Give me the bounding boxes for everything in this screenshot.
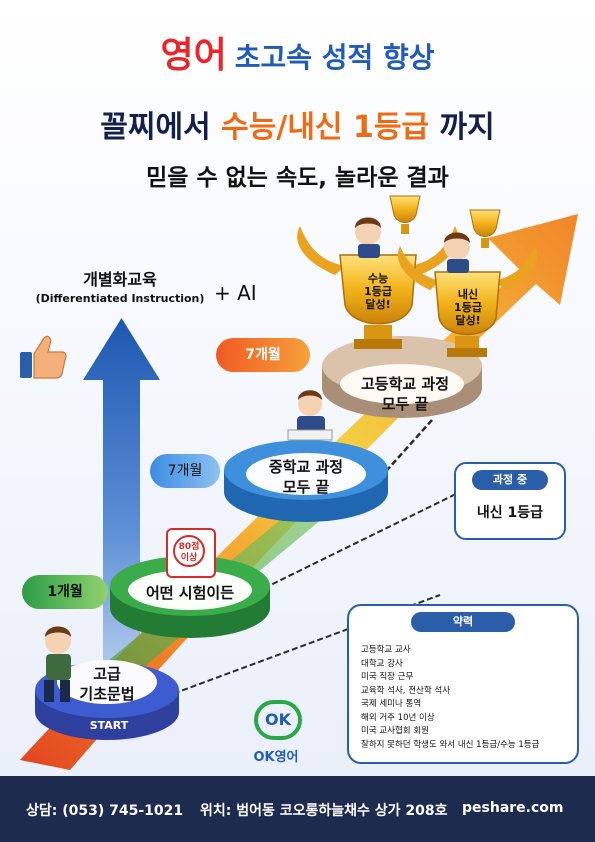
footer-location: 위치: 범어동 코오롱하늘채수 상가 208호: [200, 803, 448, 819]
step3-duration-pill: 7개월: [150, 454, 220, 488]
footer-website: peshare.com: [462, 800, 564, 816]
trophy2-text: 내신 1등급 달성!: [446, 288, 490, 327]
score-badge-circle: 80점 이상: [173, 535, 205, 567]
step4-label: 고등학교 과정 모두 끝: [360, 374, 450, 414]
profile-item: 잘하지 못하던 학생도 와서 내신 1등급/수능 1등급: [361, 739, 540, 750]
logo-mark: OK: [254, 700, 302, 740]
profile-item: 미국 교사협회 회원: [361, 726, 429, 736]
trophy2-line2: 1등급: [454, 301, 482, 314]
step3-label-line2: 모두 끝: [282, 478, 330, 496]
headline-first-grade: 수능/내신 1등급: [221, 110, 430, 145]
profile-item: 대학교 강사: [361, 658, 403, 669]
headline-until: 까지: [439, 110, 495, 145]
start-tag: START: [89, 719, 129, 732]
trophy1-line3: 달성!: [365, 298, 391, 311]
step3-label-line1: 중학교 과정: [268, 458, 344, 476]
headline-improvement: 초고속 성적 향상: [234, 41, 435, 74]
headline-highlight-english: 영어: [160, 35, 227, 76]
in-progress-header: 과정 중: [472, 470, 548, 490]
step4-label-line2: 모두 끝: [381, 395, 429, 413]
method-subtitle: (Differentiated Instruction): [35, 292, 205, 305]
score-badge-line1: 80점: [178, 542, 200, 552]
method-plus-ai: + AI: [214, 281, 257, 305]
step1-label-line2: 기초문법: [79, 685, 135, 703]
thumbs-up-icon: [18, 334, 68, 380]
headline-from-bottom: 꼴찌에서: [100, 110, 211, 145]
trophy2-line1: 내신: [457, 288, 479, 301]
score-badge-line2: 이상: [180, 553, 198, 563]
footer-phone: 상담: (053) 745-1021: [26, 803, 184, 819]
headline-line2: 꼴찌에서 수능/내신 1등급 까지: [0, 102, 595, 146]
profile-item: 국제 세미나 통역: [361, 699, 422, 709]
trophy2-line3: 달성!: [455, 314, 481, 327]
step1-label: 고급 기초문법: [67, 664, 147, 704]
profile-item: 교육학 석사, 전산학 석사: [361, 685, 451, 696]
in-progress-box: 과정 중 내신 1등급: [454, 462, 566, 540]
trophy1-text: 수능 1등급 달성!: [356, 272, 400, 311]
logo-name: OK영어: [253, 750, 299, 765]
in-progress-body: 내신 1등급: [476, 505, 544, 521]
step2-label: 어떤 시험이든: [145, 584, 235, 602]
profile-item: 미국 직장 근무: [361, 672, 414, 682]
step1-label-line1: 고급: [93, 665, 121, 683]
step4-label-line1: 고등학교 과정: [360, 375, 450, 393]
trophy1-line2: 1등급: [364, 285, 392, 298]
ok-english-logo: OK OK영어: [248, 700, 302, 772]
profile-list: 고등학교 교사 대학교 강사 미국 직장 근무 교육학 석사, 전산학 석사 국…: [361, 644, 539, 752]
step2-duration-pill: 1개월: [22, 575, 108, 609]
method-title: 개별화교육: [83, 270, 157, 289]
score-badge: 80점 이상: [166, 528, 216, 578]
trophy1-line1: 수능: [367, 272, 389, 285]
profile-item: 해외 거주 10년 이상: [361, 712, 435, 723]
vertical-growth-arrow: [83, 318, 160, 740]
profile-title: 약력: [411, 612, 515, 632]
footer-bar: 상담: (053) 745-1021 위치: 범어동 코오롱하늘채수 상가 20…: [0, 776, 595, 842]
step4-duration-pill: 7개월: [216, 338, 310, 372]
step3-label: 중학교 과정 모두 끝: [258, 457, 354, 497]
headline-tagline: 믿을 수 없는 속도, 놀라운 결과: [146, 165, 449, 191]
profile-box: 약력 고등학교 교사 대학교 강사 미국 직장 근무 교육학 석사, 전산학 석…: [347, 604, 579, 764]
profile-item: 고등학교 교사: [361, 645, 411, 655]
